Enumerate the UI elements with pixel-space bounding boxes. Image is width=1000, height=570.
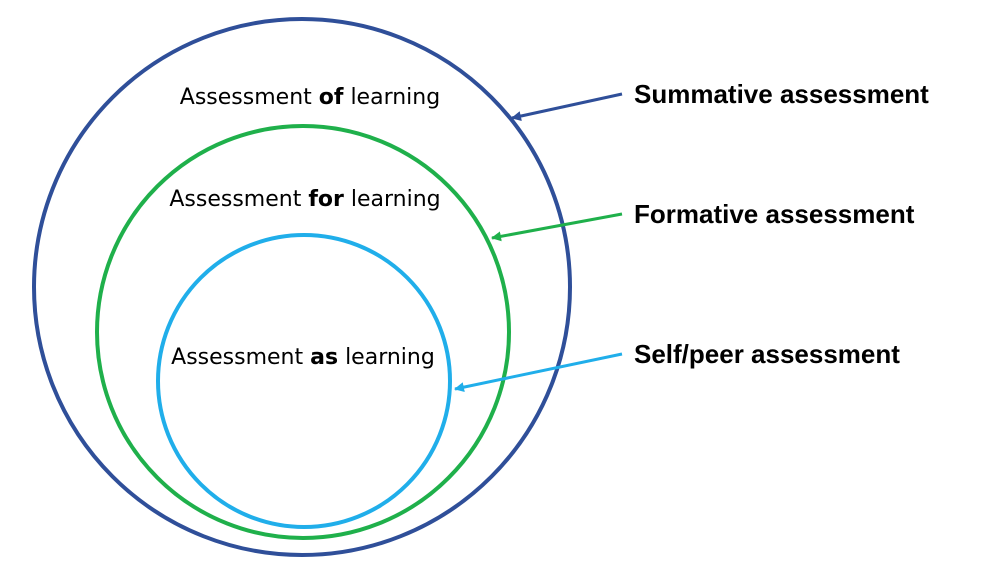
summative-ring-label: Assessment of learning [180, 85, 440, 110]
formative-arrow [491, 212, 623, 242]
summative-circle [32, 17, 572, 557]
formative-circle [95, 124, 511, 540]
formative-ring-label: Assessment for learning [169, 187, 440, 212]
summative-arrow [511, 92, 623, 121]
self-peer-assessment-label: Self/peer assessment [634, 339, 900, 369]
formative-assessment-label: Formative assessment [634, 199, 915, 229]
self-peer-circle [156, 233, 452, 529]
self-peer-ring-label: Assessment as learning [171, 345, 435, 370]
self-peer-arrow [454, 352, 623, 393]
summative-assessment-label: Summative assessment [634, 79, 929, 109]
